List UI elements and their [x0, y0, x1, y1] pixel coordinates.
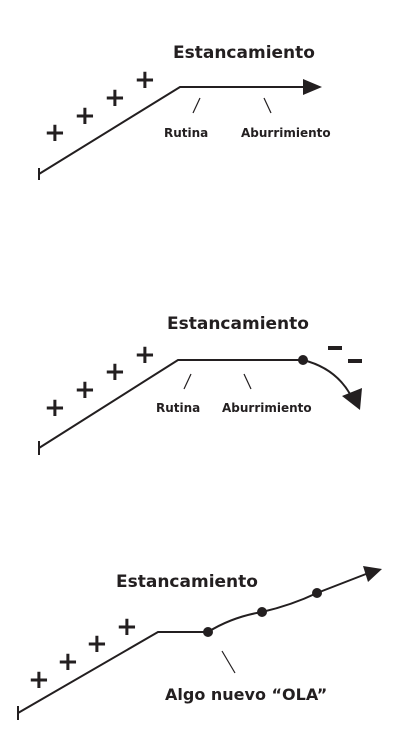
panel-1-arrowhead	[303, 79, 322, 95]
panel-3-plus-3: +	[86, 629, 108, 659]
panel-2-label-rutina: Rutina	[156, 401, 200, 415]
panel-3-plus-2: +	[57, 647, 79, 677]
panel-3-plus-4: +	[116, 612, 138, 642]
panel-1-plus-3: +	[104, 83, 126, 113]
panel-2-label-aburrimiento: Aburrimiento	[222, 401, 312, 415]
panel-2-arrowhead	[342, 388, 362, 410]
panel-2-aburrimiento-pointer	[243, 373, 252, 390]
panel-3-dot-2	[257, 607, 267, 617]
panel-1-growth-line	[38, 86, 305, 175]
panel-2-growth-line	[38, 359, 303, 449]
panel-1-label-aburrimiento: Aburrimiento	[241, 126, 331, 140]
panel-2-minus-2	[348, 359, 362, 363]
panel-2-minus-1	[328, 346, 342, 350]
panel-1-label-rutina: Rutina	[164, 126, 208, 140]
panel-1-plus-1: +	[44, 118, 66, 148]
panel-3: Estancamiento + + + + Algo nuevo “OLA”	[17, 566, 382, 720]
panel-3-label-ola: Algo nuevo “OLA”	[165, 685, 327, 704]
panel-1-plus-2: +	[74, 101, 96, 131]
panel-1-rutina-pointer	[192, 97, 201, 114]
panel-3-growth-line	[17, 631, 208, 714]
panel-3-plus-1: +	[28, 665, 50, 695]
panel-3-dot-3	[312, 588, 322, 598]
panel-1: Estancamiento + + + + Rutina Aburrimient…	[38, 43, 331, 180]
panel-2-plus-3: +	[104, 357, 126, 387]
panel-2-title: Estancamiento	[167, 314, 309, 334]
panel-3-ola-pointer	[221, 650, 236, 674]
panel-1-aburrimiento-pointer	[263, 97, 272, 114]
panel-2-plus-1: +	[44, 393, 66, 423]
panel-2-rutina-pointer	[183, 373, 192, 390]
panel-2-decline-curve	[302, 359, 351, 395]
panel-2-plus-4: +	[134, 340, 156, 370]
panel-3-arrowhead	[363, 566, 382, 582]
panel-3-title: Estancamiento	[116, 572, 258, 592]
panel-3-dot-1	[203, 627, 213, 637]
panel-2: Estancamiento + + + + Rutina Aburrimient…	[38, 314, 362, 455]
panel-2-plus-2: +	[74, 375, 96, 405]
panel-1-plus-4: +	[134, 65, 156, 95]
panel-1-title: Estancamiento	[173, 43, 315, 63]
